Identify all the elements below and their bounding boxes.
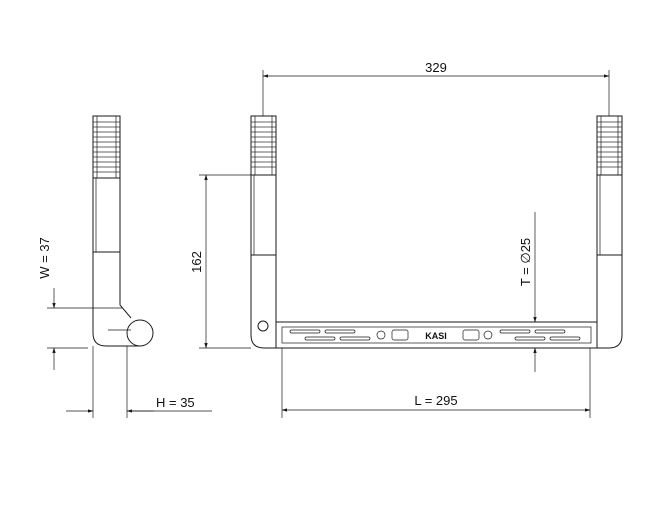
- dim-w-label: W = 37: [37, 237, 52, 279]
- brand-mark: KASI: [425, 331, 447, 341]
- right-thread-lines: [597, 116, 622, 175]
- dim-w: W = 37: [37, 237, 122, 370]
- dim-wire-diameter-label: T = ∅25: [518, 238, 533, 286]
- dim-h-label: H = 35: [156, 395, 195, 410]
- dim-height: 162: [189, 174, 251, 349]
- dim-inner-length-label: L = 295: [414, 393, 457, 408]
- dim-height-label: 162: [189, 251, 204, 273]
- side-thread-lines: [93, 116, 120, 178]
- dim-overall-width: 329: [262, 60, 610, 116]
- left-thread-lines: [251, 116, 276, 175]
- dim-wire-diameter: T = ∅25: [518, 212, 537, 372]
- dim-h: H = 35: [66, 346, 212, 418]
- slot-pattern: [289, 329, 581, 341]
- dim-overall-width-label: 329: [425, 60, 447, 75]
- side-view: [92, 115, 154, 347]
- front-view: KASI: [250, 115, 623, 349]
- dim-inner-length: L = 295: [281, 348, 591, 418]
